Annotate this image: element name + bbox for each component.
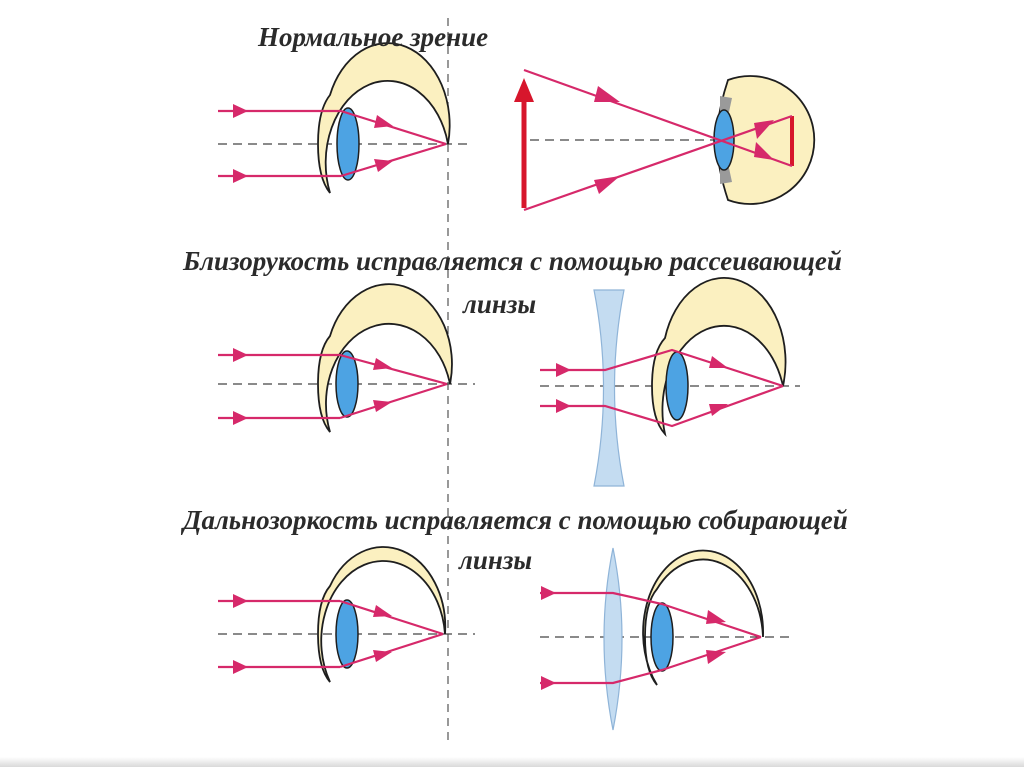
arrowhead-icon	[541, 586, 556, 600]
refracted-ray-upper	[340, 109, 447, 146]
arrowhead-icon	[373, 358, 392, 370]
arrowhead-icon	[233, 169, 248, 183]
refracted-ray-upper	[339, 353, 448, 386]
arrowhead-icon	[373, 650, 392, 662]
ray-lower	[540, 384, 784, 428]
arrowhead-icon	[706, 650, 726, 664]
arrowhead-icon	[706, 610, 726, 624]
eyeball	[642, 549, 764, 686]
eye-lens	[650, 602, 674, 672]
arrowhead-icon	[754, 142, 774, 160]
arrowhead-icon	[233, 348, 248, 362]
arrowhead-icon	[556, 363, 571, 377]
eyeball	[317, 42, 451, 194]
caption-myopia-line1: Близорукость исправляется с помощью расс…	[183, 246, 842, 276]
arrowhead-icon	[594, 86, 620, 102]
arrowhead-icon	[373, 605, 392, 617]
arrowhead-icon	[233, 104, 248, 118]
arrowhead-icon	[709, 404, 728, 416]
arrowhead-icon	[709, 356, 728, 368]
refracted-ray-lower	[339, 382, 448, 420]
arrowhead-icon	[594, 176, 620, 194]
eyeball	[651, 276, 787, 438]
caption-hyperopia-line2: линзы	[459, 545, 533, 575]
arrowhead-icon	[556, 399, 571, 413]
eyeball	[317, 546, 447, 683]
normal-eye-diagram	[218, 42, 470, 194]
iris	[720, 96, 732, 184]
eyeball	[317, 283, 453, 433]
ray-bottom	[523, 114, 793, 212]
caption-myopia-line2: линзы	[463, 289, 537, 319]
hyperopic-eye-diagram	[218, 546, 475, 683]
image-formation-diagram	[514, 68, 816, 212]
converging-lens	[603, 547, 623, 731]
caption-hyperopia-line1: Дальнозоркость исправляется с помощью со…	[183, 505, 848, 535]
arrowhead-icon	[233, 594, 248, 608]
hyperopia-correction-diagram	[540, 547, 795, 731]
eye-lens	[665, 351, 689, 421]
arrowhead-icon	[374, 159, 393, 172]
eye-lens	[335, 599, 359, 669]
myopia-correction-diagram	[540, 276, 800, 487]
arrowhead-icon	[374, 115, 393, 128]
ray-top	[523, 68, 793, 168]
refracted-ray-lower	[340, 142, 447, 178]
myopic-eye-diagram	[218, 283, 475, 433]
arrowhead-icon	[233, 660, 248, 674]
eye-lens	[336, 107, 360, 181]
arrowhead-icon	[233, 411, 248, 425]
eye-lens	[335, 350, 359, 418]
arrowhead-icon	[754, 120, 774, 139]
refracted-ray-upper	[339, 599, 444, 636]
arrowhead-icon	[373, 400, 392, 412]
arrowhead-icon	[541, 676, 556, 690]
caption-normal-vision: Нормальное зрение	[258, 22, 489, 52]
refracted-ray-lower	[339, 632, 444, 669]
object-arrow-icon	[514, 78, 534, 102]
diverging-lens	[593, 289, 625, 487]
